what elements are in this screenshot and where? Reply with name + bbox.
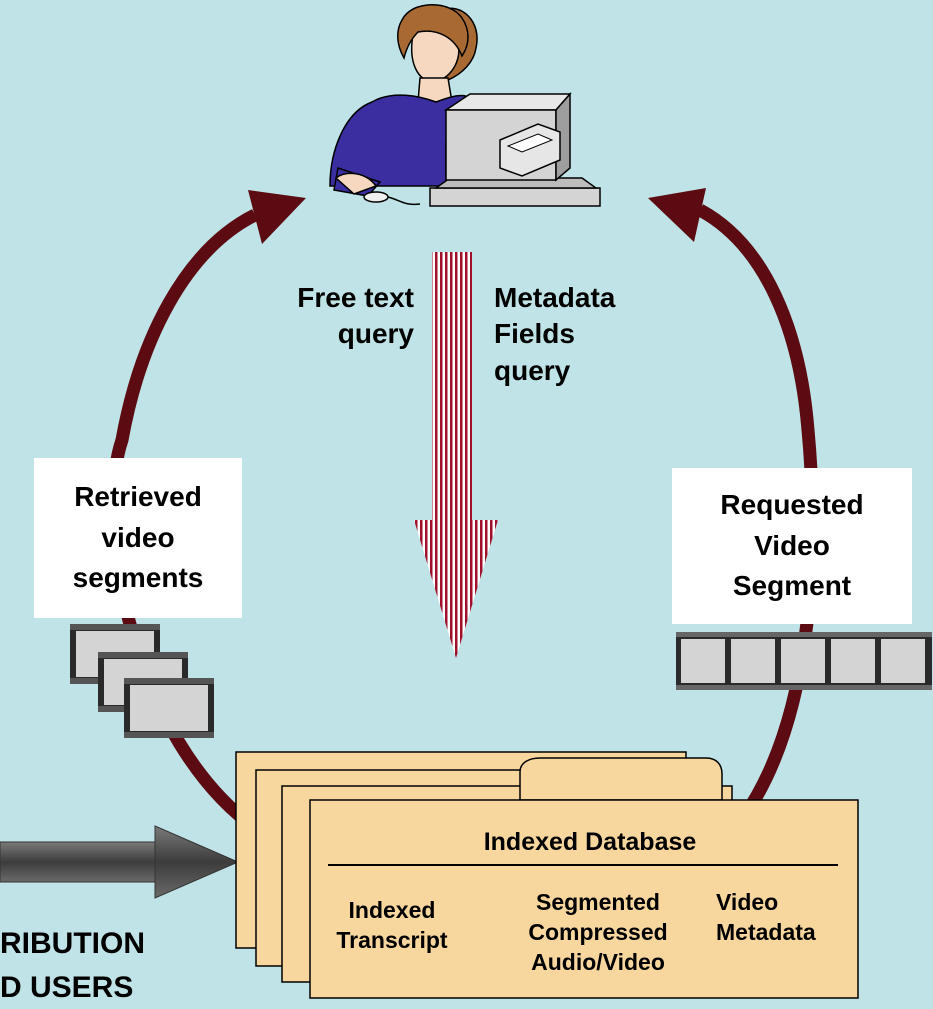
database-column-metadata: Video Metadata <box>716 889 816 945</box>
requested-video-segment-label: Requested Video Segment <box>672 468 912 624</box>
distribution-arrow <box>0 825 240 899</box>
retrieved-film-frames-icon <box>70 624 214 738</box>
left-arrowhead <box>248 190 306 244</box>
requested-film-strip-icon <box>676 632 932 690</box>
database-column-audio-video: Segmented Compressed Audio/Video <box>528 889 668 975</box>
metadata-fields-query-label: Metadata Fields query <box>494 282 616 386</box>
right-arrowhead <box>648 188 706 242</box>
distribution-label: RIBUTION D USERS <box>0 927 145 1004</box>
free-text-query-label: Free text query <box>297 282 414 350</box>
database-column-transcript: Indexed Transcript <box>336 897 448 953</box>
retrieved-video-segments-label: Retrieved video segments <box>34 458 242 618</box>
indexed-database-folders-icon <box>235 751 859 999</box>
user-at-computer-icon <box>329 4 601 207</box>
right-cycle-arrow <box>696 204 819 819</box>
query-arrow <box>414 252 498 658</box>
database-title: Indexed Database <box>483 828 697 856</box>
